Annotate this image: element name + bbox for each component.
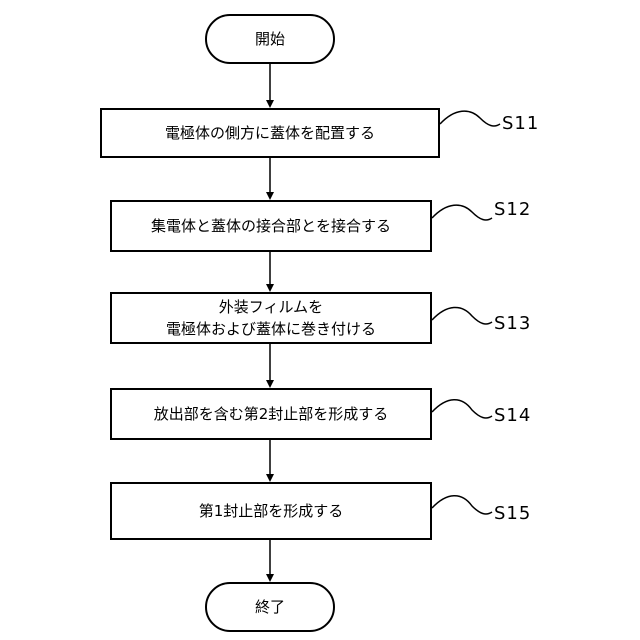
leader-s12 [432, 205, 492, 220]
arrowhead-start-to-s11 [266, 100, 274, 108]
end-terminal: 終了 [205, 582, 335, 632]
start-terminal: 開始 [205, 14, 335, 64]
process-text-s15: 第1封止部を形成する [199, 500, 344, 522]
process-box-s15: 第1封止部を形成する [110, 482, 432, 540]
process-box-s13: 外装フィルムを 電極体および蓋体に巻き付ける [110, 292, 432, 344]
arrowhead-s14-to-s15 [266, 474, 274, 482]
process-text-s12: 集電体と蓋体の接合部とを接合する [151, 215, 391, 237]
arrowhead-s12-to-s13 [266, 284, 274, 292]
process-box-s11: 電極体の側方に蓋体を配置する [100, 108, 440, 158]
process-text-s13: 外装フィルムを 電極体および蓋体に巻き付ける [166, 296, 376, 340]
arrowhead-s15-to-end [266, 574, 274, 582]
leader-s11 [440, 111, 500, 126]
step-label-s14: S14 [494, 406, 531, 426]
step-label-s12: S12 [494, 200, 531, 220]
process-text-s14: 放出部を含む第2封止部を形成する [154, 403, 389, 425]
end-label: 終了 [255, 596, 285, 618]
arrowhead-s13-to-s14 [266, 380, 274, 388]
process-text-s11: 電極体の側方に蓋体を配置する [165, 122, 375, 144]
step-label-s15: S15 [494, 504, 531, 524]
process-box-s14: 放出部を含む第2封止部を形成する [110, 388, 432, 440]
step-label-s11: S11 [502, 114, 539, 134]
leader-s14 [432, 400, 492, 418]
arrowhead-s11-to-s12 [266, 192, 274, 200]
start-label: 開始 [255, 28, 285, 50]
leader-s15 [432, 496, 492, 514]
step-label-s13: S13 [494, 314, 531, 334]
leader-s13 [432, 307, 492, 324]
process-box-s12: 集電体と蓋体の接合部とを接合する [110, 200, 432, 252]
